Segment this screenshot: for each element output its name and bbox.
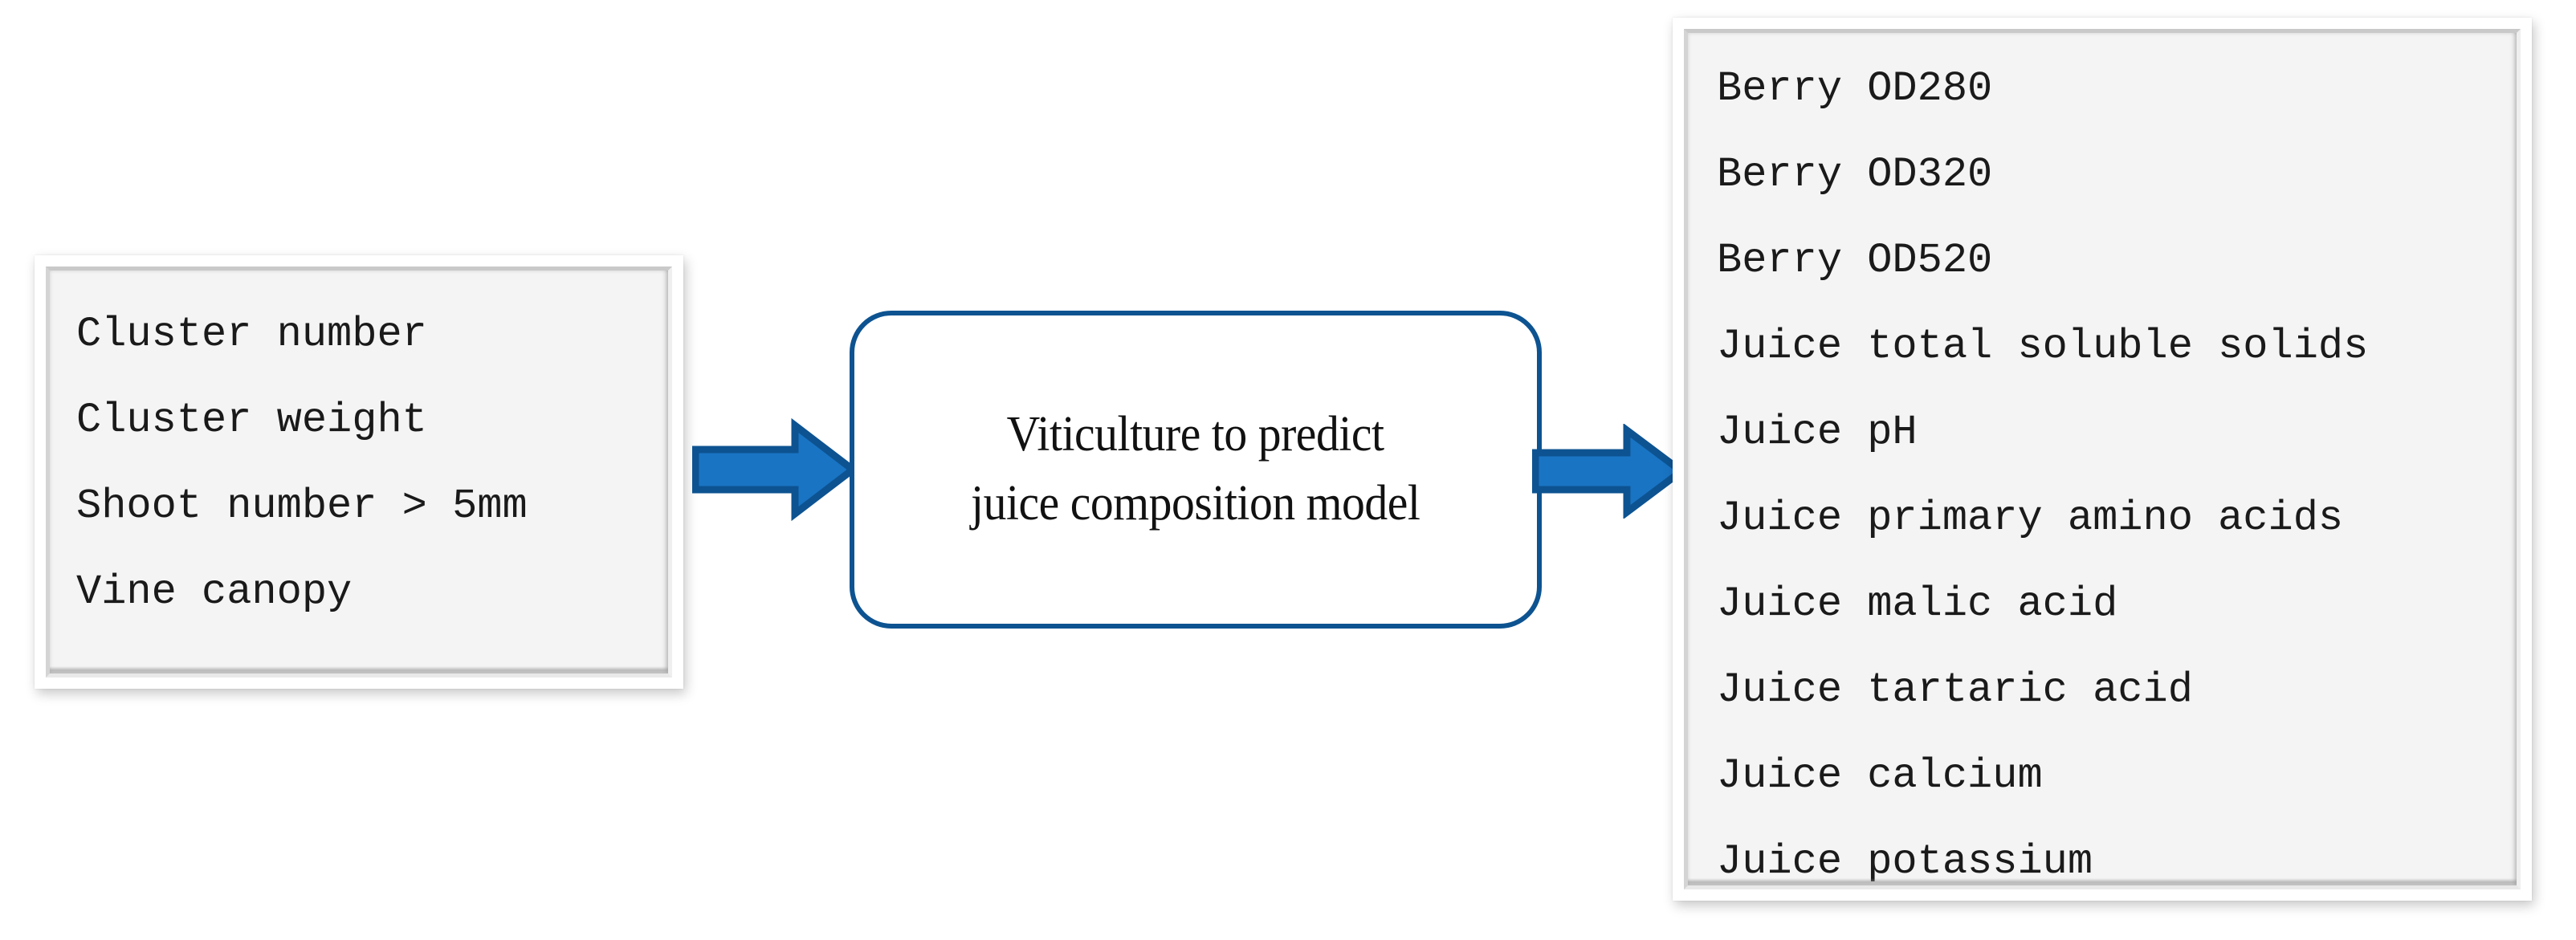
arrow-model-to-output-icon [1532, 424, 1685, 519]
list-item: Vine canopy [76, 568, 353, 616]
list-item: Cluster weight [76, 397, 427, 444]
process-node: Viticulture to predict juice composition… [850, 311, 1542, 629]
input-variables-box: Cluster number Cluster weight Shoot numb… [35, 255, 683, 689]
list-item: Berry OD320 [1717, 151, 1993, 198]
output-box-bevel: Berry OD280 Berry OD320 Berry OD520 Juic… [1684, 29, 2521, 889]
list-item: Juice malic acid [1717, 580, 2118, 628]
output-variable-list: Berry OD280 Berry OD320 Berry OD520 Juic… [1688, 33, 2517, 885]
process-node-line-1: Viticulture to predict [1007, 407, 1384, 462]
list-item: Juice primary amino acids [1717, 494, 2344, 542]
list-item: Berry OD520 [1717, 237, 1993, 284]
list-item: Juice calcium [1717, 752, 2043, 800]
input-variable-list: Cluster number Cluster weight Shoot numb… [50, 271, 668, 635]
output-variables-box: Berry OD280 Berry OD320 Berry OD520 Juic… [1673, 18, 2532, 901]
input-box-bevel: Cluster number Cluster weight Shoot numb… [46, 267, 672, 678]
list-item: Berry OD280 [1717, 65, 1993, 112]
arrow-input-to-model-icon [692, 417, 857, 522]
list-item: Juice total soluble solids [1717, 323, 2369, 370]
list-item: Juice pH [1717, 409, 1918, 456]
list-item-clipped: Juice potassium [1717, 838, 2093, 885]
list-item: Shoot number > 5mm [76, 482, 528, 530]
process-node-line-2: juice composition model [971, 476, 1420, 531]
list-item: Juice tartaric acid [1717, 666, 2193, 714]
list-item: Cluster number [76, 311, 427, 358]
